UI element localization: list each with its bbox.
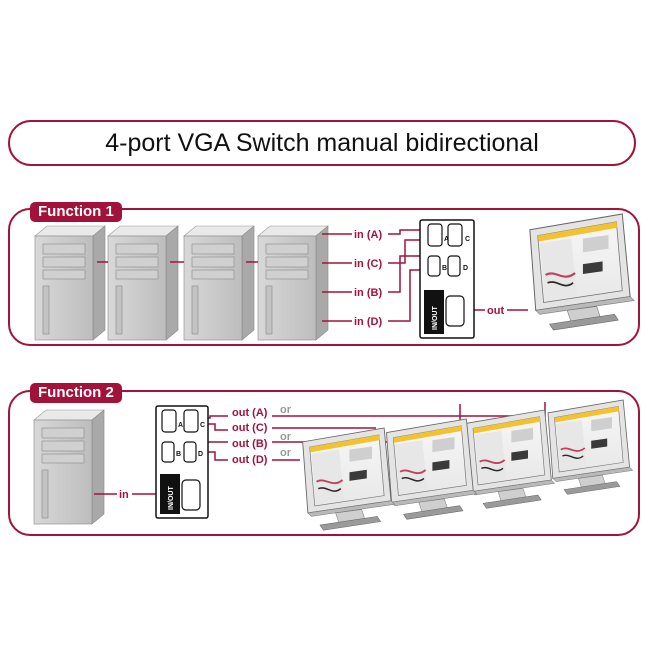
monitor-f2-3 (465, 409, 556, 510)
monitor-f2-1 (301, 427, 396, 532)
function-1-panel (8, 208, 640, 346)
or-label-3: or (280, 447, 292, 459)
vga-port-c (447, 223, 463, 247)
f2-out-d-label: out (D) (232, 454, 268, 466)
io-label-f2: IN/OUT (168, 486, 175, 510)
f1-in-b-label: in (B) (354, 287, 382, 299)
function-1-tab: Function 1 (30, 202, 122, 222)
io-strip-f2 (160, 474, 180, 514)
page-title: 4-port VGA Switch manual bidirectional (105, 128, 539, 157)
vga-port-a (427, 223, 443, 247)
computer-tower-f2 (33, 409, 105, 525)
port-label-b-f2: B (176, 451, 181, 458)
port-label-b: B (442, 265, 447, 272)
port-label-c-f2: C (200, 422, 205, 429)
f1-out-label: out (487, 305, 504, 317)
vga-port-b (427, 255, 441, 277)
or-label-1: or (280, 404, 292, 416)
f2-in-label: in (119, 489, 129, 501)
vga-port-io-f2 (181, 479, 201, 511)
f1-in-c-label: in (C) (354, 258, 382, 270)
computer-tower-1 (34, 225, 106, 341)
port-label-a: A (444, 236, 449, 243)
vga-port-d-f2 (183, 441, 197, 463)
monitor-f1 (528, 212, 636, 332)
title-banner: 4-port VGA Switch manual bidirectional (8, 120, 636, 166)
vga-port-a-f2 (161, 409, 177, 433)
vga-switch-f1: A C B D IN/OUT (419, 219, 475, 339)
vga-port-c-f2 (183, 409, 199, 433)
f1-in-d-label: in (D) (354, 316, 382, 328)
monitor-f2-2 (385, 418, 478, 521)
io-label: IN/OUT (432, 306, 439, 330)
f1-in-a-label: in (A) (354, 229, 382, 241)
f2-out-c-label: out (C) (232, 422, 268, 434)
vga-port-io (445, 295, 465, 327)
f2-out-b-label: out (B) (232, 438, 268, 450)
computer-tower-4 (257, 225, 329, 341)
port-label-c: C (465, 236, 470, 243)
port-label-d-f2: D (198, 451, 203, 458)
vga-switch-f2: A C B D IN/OUT (155, 405, 209, 519)
port-label-a-f2: A (178, 422, 183, 429)
function-2-panel (8, 390, 640, 536)
f2-out-a-label: out (A) (232, 407, 268, 419)
monitor-f2-4 (547, 399, 634, 496)
or-label-2: or (280, 431, 292, 443)
vga-port-d (447, 255, 461, 277)
function-2-tab: Function 2 (30, 383, 122, 403)
io-strip (424, 290, 444, 334)
computer-tower-2 (107, 225, 179, 341)
port-label-d: D (463, 265, 468, 272)
computer-tower-3 (183, 225, 255, 341)
vga-port-b-f2 (161, 441, 175, 463)
